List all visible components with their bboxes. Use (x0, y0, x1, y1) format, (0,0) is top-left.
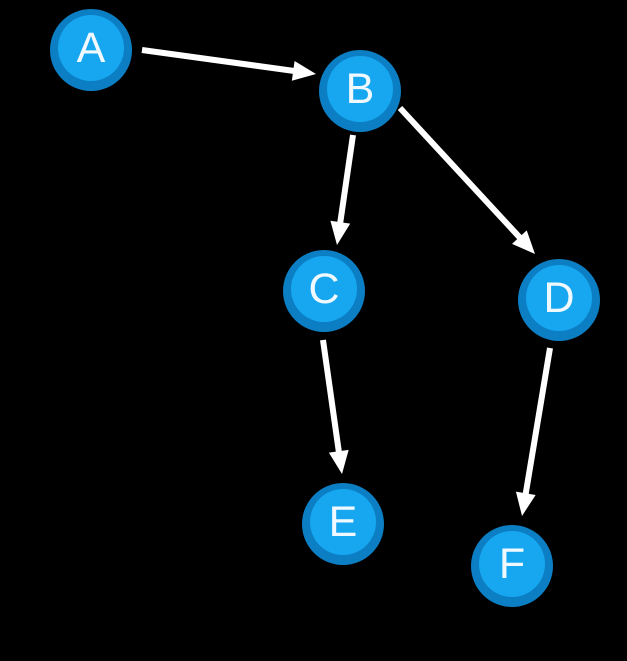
arrowhead-B-D (512, 230, 535, 254)
edge-C-E (320, 339, 343, 454)
arrowhead-B-C (330, 220, 351, 245)
node-B-label: B (345, 64, 375, 113)
node-D[interactable]: D (518, 259, 600, 341)
edge-D-F (522, 347, 553, 496)
node-F-label: F (498, 539, 526, 588)
edge-B-D (397, 105, 523, 241)
node-B-inner-circle: B (327, 56, 393, 122)
edge-A-B (141, 47, 296, 75)
arrowhead-A-B (291, 60, 316, 81)
node-E[interactable]: E (302, 483, 384, 565)
arrowhead-C-E (328, 449, 349, 474)
node-D-inner-circle: D (526, 265, 592, 331)
node-C[interactable]: C (283, 250, 365, 332)
node-A-inner-circle: A (58, 15, 124, 81)
node-B[interactable]: B (319, 50, 401, 132)
node-F[interactable]: F (471, 525, 553, 607)
node-F-inner-circle: F (479, 531, 545, 597)
arrowhead-D-F (515, 491, 536, 516)
node-E-label: E (328, 497, 358, 546)
node-A-label: A (76, 23, 106, 72)
node-C-inner-circle: C (291, 256, 357, 322)
node-D-label: D (543, 273, 575, 322)
node-C-label: C (308, 264, 340, 313)
node-E-inner-circle: E (310, 489, 376, 555)
edge-B-C (337, 134, 356, 225)
node-A[interactable]: A (50, 9, 132, 91)
